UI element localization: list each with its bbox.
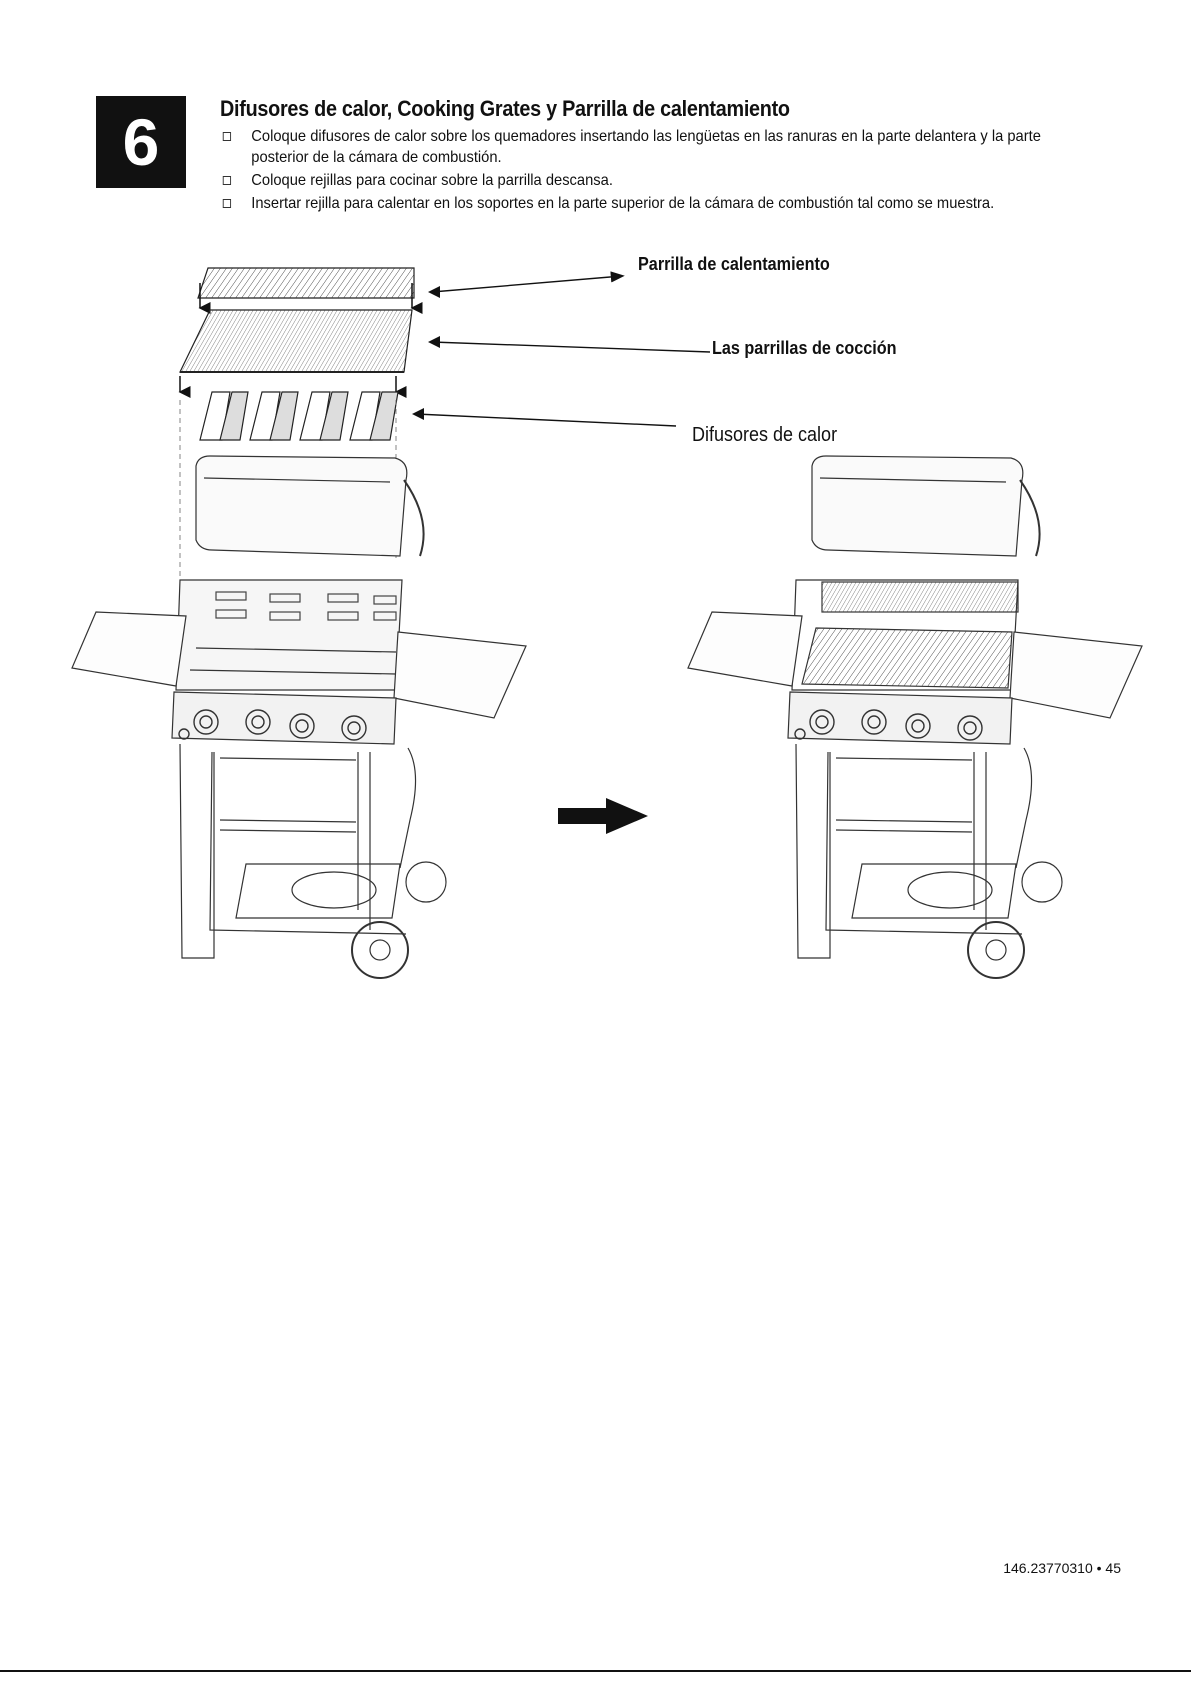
instruction-text: Coloque rejillas para cocinar sobre la p… <box>251 172 613 189</box>
page-footer: 146.23770310 • 45 <box>1003 1560 1121 1576</box>
grill-before-drawing <box>71 455 527 979</box>
heat-diffusers-label: Difusores de calor <box>692 424 838 446</box>
instruction-item: Coloque difusores de calor sobre los que… <box>220 126 1048 168</box>
step-number-badge: 6 <box>96 96 186 188</box>
cooking-grates-drawing <box>178 309 413 398</box>
instruction-list: Coloque difusores de calor sobre los que… <box>220 126 1120 214</box>
instruction-item: Coloque rejillas para cocinar sobre la p… <box>220 170 1048 191</box>
warming-rack-label: Parrilla de calentamiento <box>638 254 830 274</box>
grill-after-drawing <box>687 455 1143 979</box>
bottom-divider <box>0 1670 1191 1672</box>
page-title: Difusores de calor, Cooking Grates y Par… <box>220 96 790 121</box>
checkbox-bullet-icon <box>222 199 232 208</box>
instruction-text: Insertar rejilla para calentar en los so… <box>251 195 995 212</box>
cooking-grates-label: Las parrillas de cocción <box>712 338 897 358</box>
instruction-item: Insertar rejilla para calentar en los so… <box>220 193 1048 214</box>
warming-rack-drawing <box>197 267 423 314</box>
checkbox-bullet-icon <box>222 132 232 141</box>
heat-diffusers-drawing <box>199 391 399 441</box>
instructions-header: Difusores de calor, Cooking Grates y Par… <box>220 96 1120 216</box>
instruction-text: Coloque difusores de calor sobre los que… <box>251 128 1041 166</box>
callout-leaders <box>415 271 711 427</box>
checkbox-bullet-icon <box>222 176 232 185</box>
step-number: 6 <box>122 105 160 179</box>
arrow-right-icon <box>558 798 648 834</box>
